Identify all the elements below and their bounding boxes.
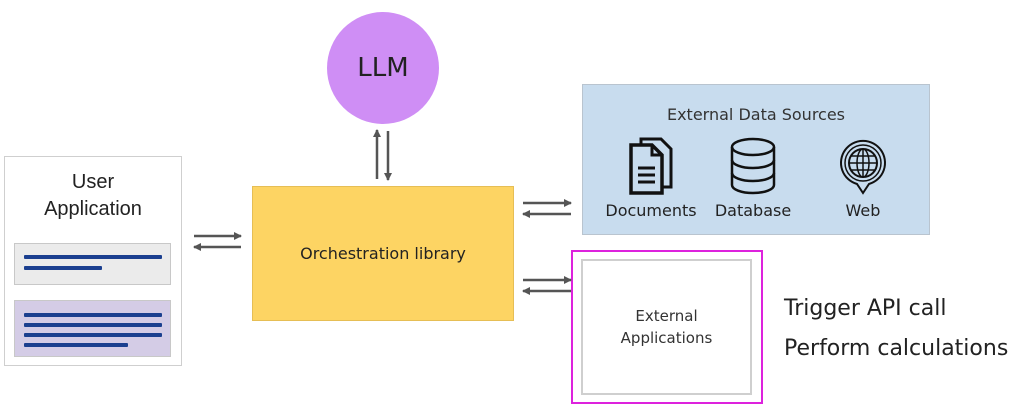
- external-data-sources-title: External Data Sources: [666, 105, 846, 124]
- prompt-card: [14, 243, 171, 285]
- text-line: [24, 343, 128, 347]
- user-application-title: User Application: [5, 169, 181, 223]
- source-label: Web: [845, 201, 881, 220]
- database-icon: [730, 137, 776, 195]
- external-applications-label-line1: External: [635, 307, 698, 325]
- web-globe-pin-icon: [840, 139, 886, 195]
- external-applications-box: External Applications: [581, 259, 752, 395]
- user-application-title-line2: Application: [44, 198, 142, 220]
- text-line: [24, 266, 102, 270]
- external-data-sources-box: External Data Sources Documents Database: [582, 84, 930, 235]
- orchestration-label: Orchestration library: [300, 244, 466, 263]
- source-documents: Documents: [601, 135, 701, 220]
- note-perform-calculations: Perform calculations: [784, 336, 1009, 361]
- text-line: [24, 333, 162, 337]
- llm-node: LLM: [327, 12, 439, 124]
- external-applications-label-line2: Applications: [620, 329, 713, 347]
- source-label: Documents: [605, 201, 697, 220]
- user-application-title-line1: User: [71, 171, 115, 193]
- source-database: Database: [713, 135, 793, 220]
- llm-label: LLM: [357, 53, 409, 83]
- arrow-pair-user-orchestration: [193, 232, 242, 251]
- text-line: [24, 313, 162, 317]
- arrow-pair-orchestration-data: [522, 199, 572, 218]
- response-card: [14, 300, 171, 357]
- text-line: [24, 255, 162, 259]
- source-web: Web: [823, 135, 903, 220]
- note-trigger-api: Trigger API call: [784, 296, 947, 321]
- orchestration-library-box: Orchestration library: [252, 186, 514, 321]
- user-application-box: User Application: [4, 156, 182, 366]
- external-applications-highlight: External Applications: [571, 250, 763, 404]
- arrow-pair-orchestration-apps: [522, 276, 572, 295]
- text-line: [24, 323, 162, 327]
- arrow-pair-orchestration-llm: [373, 129, 392, 181]
- documents-icon: [629, 137, 673, 195]
- source-label: Database: [714, 201, 792, 220]
